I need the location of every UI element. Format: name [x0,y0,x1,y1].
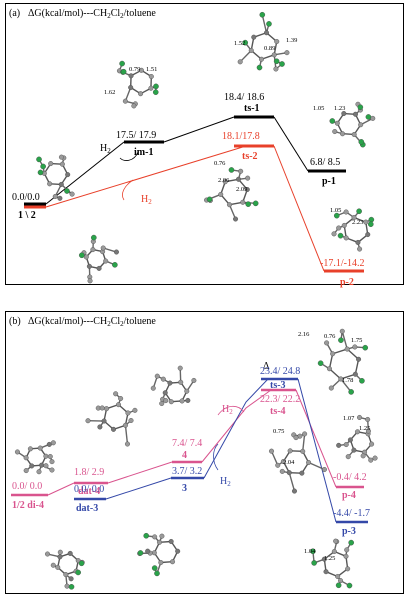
label-p1: p-1 [322,176,336,187]
svg-text:H2: H2 [100,143,111,155]
svg-text:H2: H2 [220,476,231,488]
molecule-start [36,154,75,201]
energy-ts1: 18.4/ 18.6 [224,92,264,103]
molecule-4 [150,365,197,407]
h2-arrow-red: H2 [122,179,152,206]
molecule-p3 [310,538,354,589]
panel-b-title: ΔG(kcal/mol)---CH2Cl2/toluene [28,316,156,328]
h2-arrow-black: H2 [100,143,139,161]
dist-ts3-4: 1.78 [342,377,353,384]
dist-ts4-1: 0.75 [273,428,284,435]
dist-ts3-3: 1.75 [351,337,362,344]
black-pathway [24,115,346,206]
energy-diagram-panel-b: (b) ΔG(kcal/mol)---CH2Cl2/toluene Δ 0.0 [5,311,404,594]
energy-im1: 17.5/ 17.9 [116,130,156,141]
energy-di4: 0.0/ 0.0 [12,481,42,492]
energy-ts3: 23.4/ 24.8 [260,366,300,377]
h2-arrow-blue: H2 [213,443,231,488]
label-ts2: ts-2 [242,151,258,162]
dist-p3-2: 1.25 [324,555,335,562]
energy-start: 0.0/0.0 [12,192,40,203]
dist-ts1-3: 1.39 [286,37,297,44]
label-3: 3 [182,483,187,494]
dist-ts2-2: 2.06 [218,177,230,184]
dist-ts2-3: 2.09 [236,186,247,193]
energy-dat3: 0.0/ 0.0 [74,484,104,495]
dist-ts4-2: 2.04 [283,459,295,466]
dist-ts1-1: 1.52 [234,40,245,47]
energy-ts4: 22.3/ 22.2 [260,394,300,405]
energy-diagram-panel-a: (a) ΔG(kcal/mol)---CH2Cl2/toluene 0.0/0.… [5,3,404,288]
label-im1: im-1 [134,147,153,158]
molecule-3 [137,532,181,577]
panel-a-canvas: (a) ΔG(kcal/mol)---CH2Cl2/toluene 0.0/0.… [9,8,376,288]
dist-p4-2: 1.25 [359,425,370,432]
dist-im1-2: 1.51 [146,66,157,73]
label-ts3: ts-3 [270,380,286,391]
energy-p2: -17.1/-14.2 [320,258,364,269]
dist-im1-1: 0.79 [129,66,140,73]
molecule-p4 [336,414,378,463]
dist-im1-3: 1.62 [104,89,115,96]
pink-pathway [11,388,364,497]
molecule-ts1 [237,11,290,72]
label-di4: 1/2 di-4 [12,500,44,511]
label-ts1: ts-1 [244,103,260,114]
dist-p1-1: 1.05 [313,105,324,112]
label-p4: p-4 [342,490,356,501]
dist-ts3-2: 0.76 [324,333,336,340]
dist-p4-1: 1.07 [343,415,355,422]
panel-b-canvas: (b) ΔG(kcal/mol)---CH2Cl2/toluene Δ 0.0 [9,316,378,590]
molecule-ts3 [317,328,369,395]
label-p3: p-3 [342,526,356,537]
energy-4: 7.4/ 7.4 [172,438,202,449]
energy-p3: -4.4/ -1.7 [333,508,370,519]
h2-arrow-pink: H2 [217,404,245,416]
red-pathway [24,144,364,273]
energy-p4: -0.4/ 4.2 [333,472,367,483]
energy-3: 3.7/ 3.2 [172,466,202,477]
svg-text:H2: H2 [141,194,152,206]
molecule-dat3 [44,549,85,590]
label-4: 4 [182,450,187,461]
delta-symbol: Δ [263,361,270,372]
dist-p3-1: 1.04 [304,548,316,555]
molecule-ts2 [204,167,259,222]
molecule-dat4 [85,391,138,447]
molecule-im1 [116,60,159,109]
dist-ts3-1: 2.16 [298,331,310,338]
molecule-start-2 [78,234,119,284]
molecule-p1 [329,101,376,148]
dist-p1-2: 1.23 [334,105,345,112]
panel-b-tag: (b) [9,316,21,327]
dist-p2-1: 1.05 [330,207,341,214]
molecule-ts4 [269,431,327,494]
label-p2: p-2 [340,277,354,288]
energy-dat4: 1.8/ 2.9 [74,467,104,478]
dist-p2-2: 2.23 [352,219,363,226]
molecule-di4 [14,440,56,475]
panel-a-tag: (a) [9,8,20,19]
label-dat4: dat-4 [78,486,100,497]
molecule-p2 [331,208,375,252]
svg-text:H2: H2 [222,404,233,416]
dist-ts2-1: 0.76 [214,160,226,167]
label-start: 1 \ 2 [18,210,36,221]
label-ts4: ts-4 [270,406,286,417]
dist-ts1-2: 0.89 [264,45,275,52]
energy-ts2: 18.1/17.8 [222,131,260,142]
panel-a-title: ΔG(kcal/mol)---CH2Cl2/toluene [28,8,156,20]
energy-p1: 6.8/ 8.5 [310,157,340,168]
blue-pathway [74,377,368,524]
label-dat3: dat-3 [76,503,98,514]
